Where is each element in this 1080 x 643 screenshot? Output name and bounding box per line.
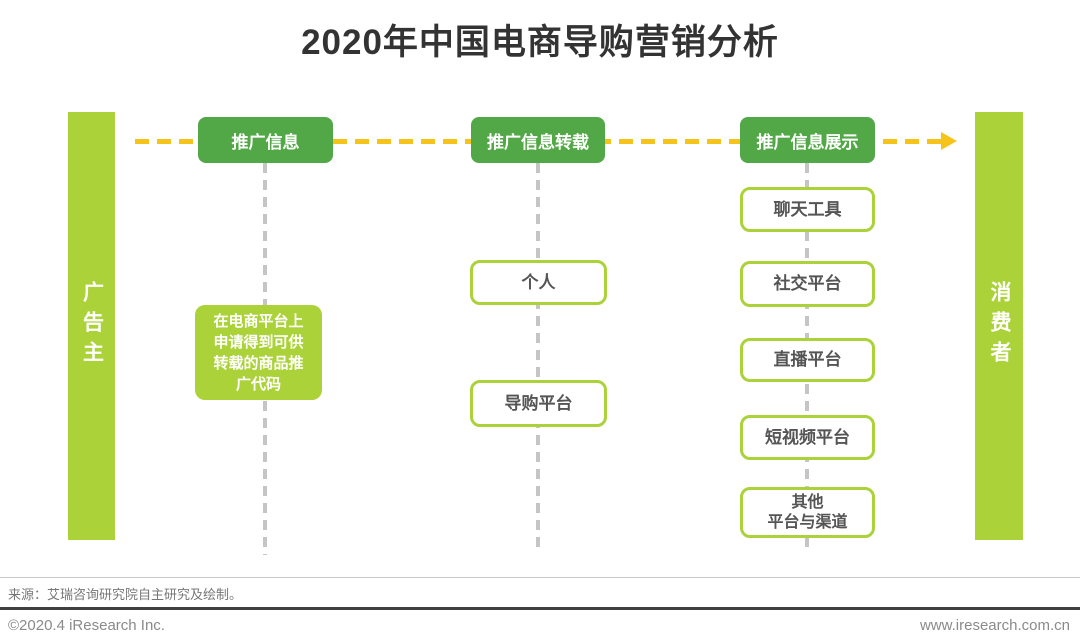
source-note: 来源：艾瑞咨询研究院自主研究及绘制。 (8, 587, 243, 602)
advertiser-bar-label: 广告主 (80, 281, 104, 371)
display-box-other-channels: 其他 平台与渠道 (740, 487, 875, 538)
connector-dashed-line-stage2 (536, 163, 540, 553)
repost-box-individual: 个人 (470, 260, 607, 305)
consumer-bar-label: 消费者 (988, 281, 1011, 371)
display-box-social-platform: 社交平台 (740, 261, 875, 307)
stage-box-promo-info: 推广信息 (198, 117, 333, 163)
stage-box-promo-repost: 推广信息转载 (471, 117, 605, 163)
divider-light (0, 577, 1080, 578)
display-box-short-video-platform: 短视频平台 (740, 415, 875, 460)
display-box-chat-tools: 聊天工具 (740, 187, 875, 232)
consumer-bar: 消费者 (975, 112, 1023, 540)
divider-dark (0, 607, 1080, 610)
footer-website: www.iresearch.com.cn (919, 617, 1070, 634)
repost-box-guide-platform: 导购平台 (470, 380, 607, 427)
page-title: 2020年中国电商导购营销分析 (301, 23, 779, 62)
flow-arrowhead-icon (941, 132, 957, 150)
advertiser-note-box: 在电商平台上 申请得到可供 转载的商品推 广代码 (195, 305, 322, 400)
footer-copyright: ©2020.4 iResearch Inc. (8, 617, 165, 634)
stage-box-promo-display: 推广信息展示 (740, 117, 875, 163)
display-box-livestream-platform: 直播平台 (740, 338, 875, 382)
advertiser-bar: 广告主 (68, 112, 115, 540)
